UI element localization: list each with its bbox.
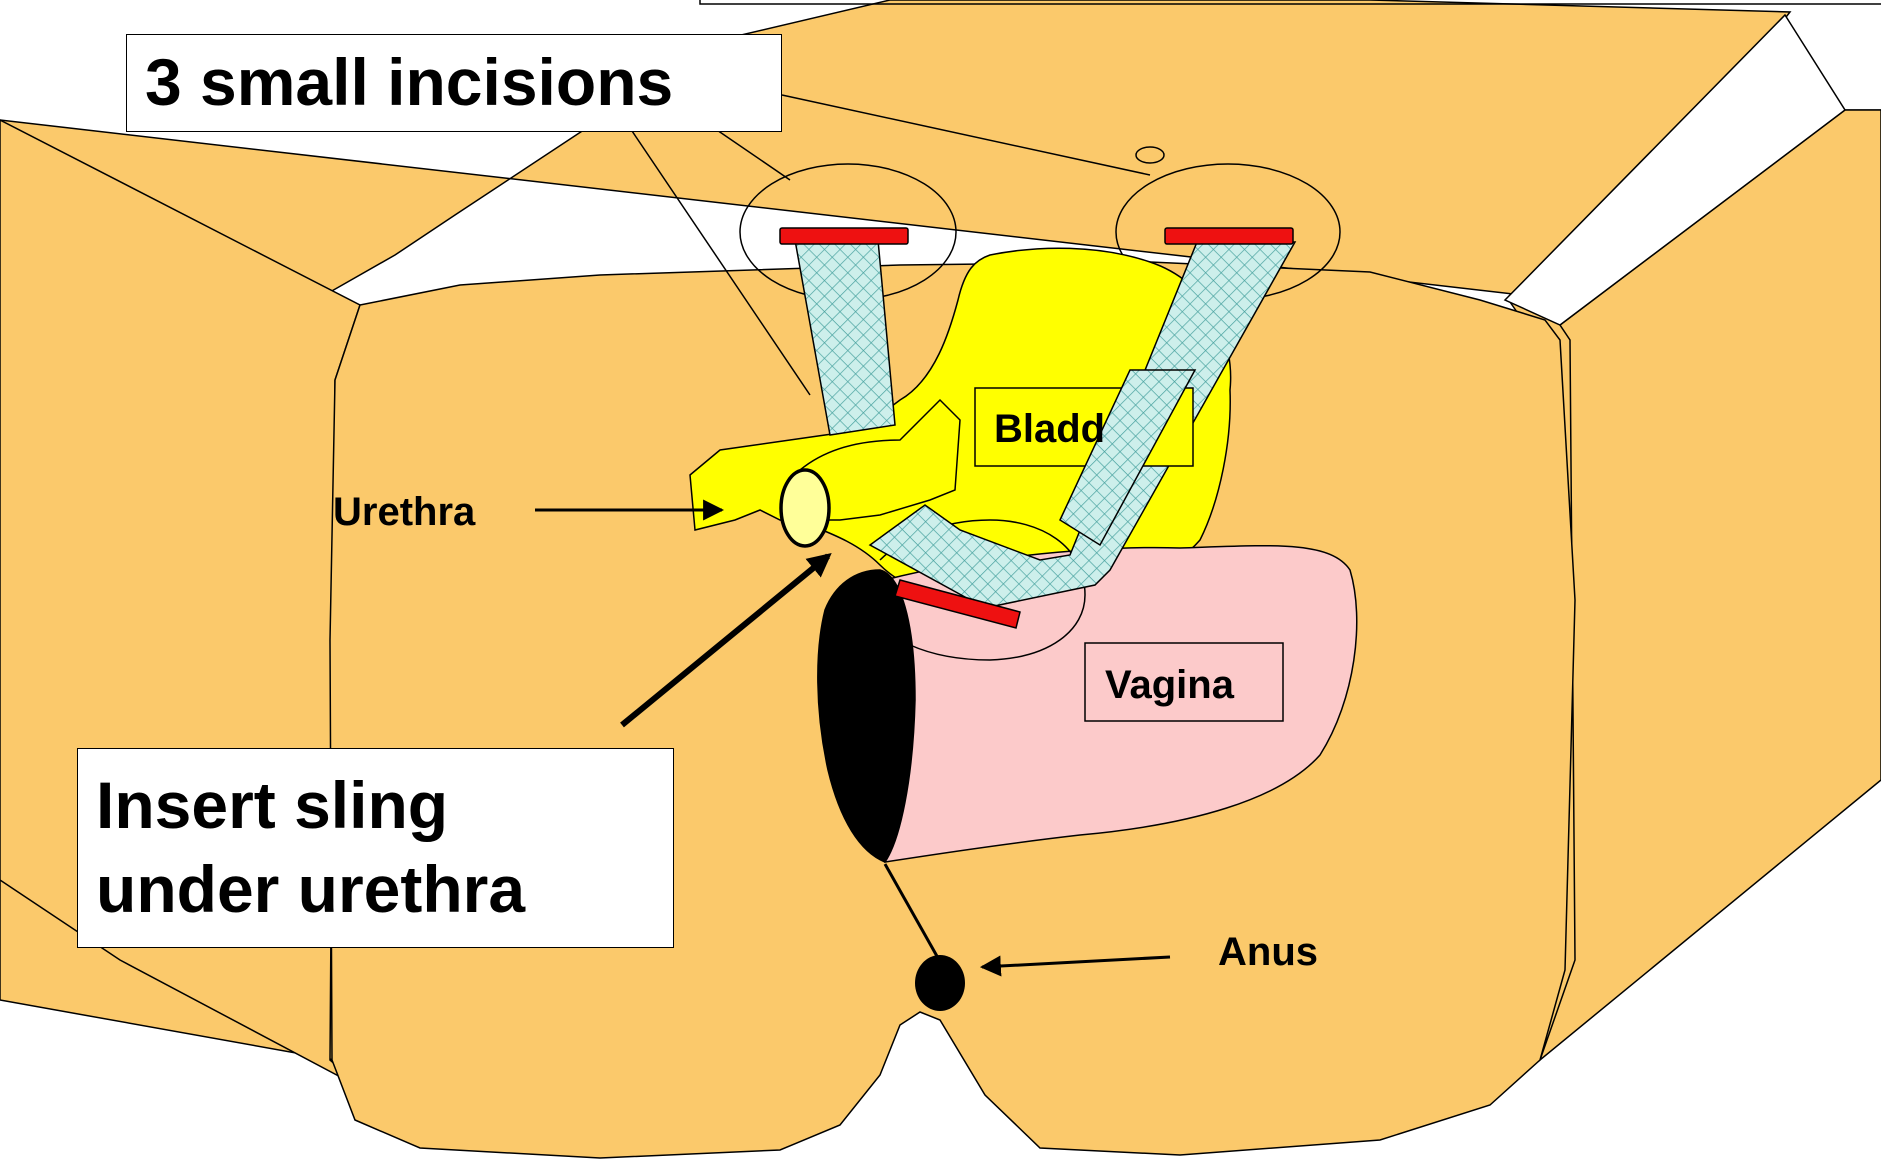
- anus-label: Anus: [1218, 930, 1318, 974]
- incisions-callout: 3 small incisions: [126, 34, 782, 132]
- urethra-label: Urethra: [333, 490, 476, 534]
- anus: [915, 955, 965, 1011]
- incision-mark-left: [780, 228, 908, 244]
- sling-callout: Insert sling under urethra: [77, 748, 674, 948]
- incision-mark-right: [1165, 228, 1293, 244]
- urethra-opening: [781, 470, 829, 546]
- vagina-label: Vagina: [1105, 663, 1235, 707]
- incisions-callout-text: 3 small incisions: [145, 45, 673, 119]
- sling-callout-line1: Insert sling: [96, 763, 673, 847]
- sling-callout-line2: under urethra: [96, 847, 673, 931]
